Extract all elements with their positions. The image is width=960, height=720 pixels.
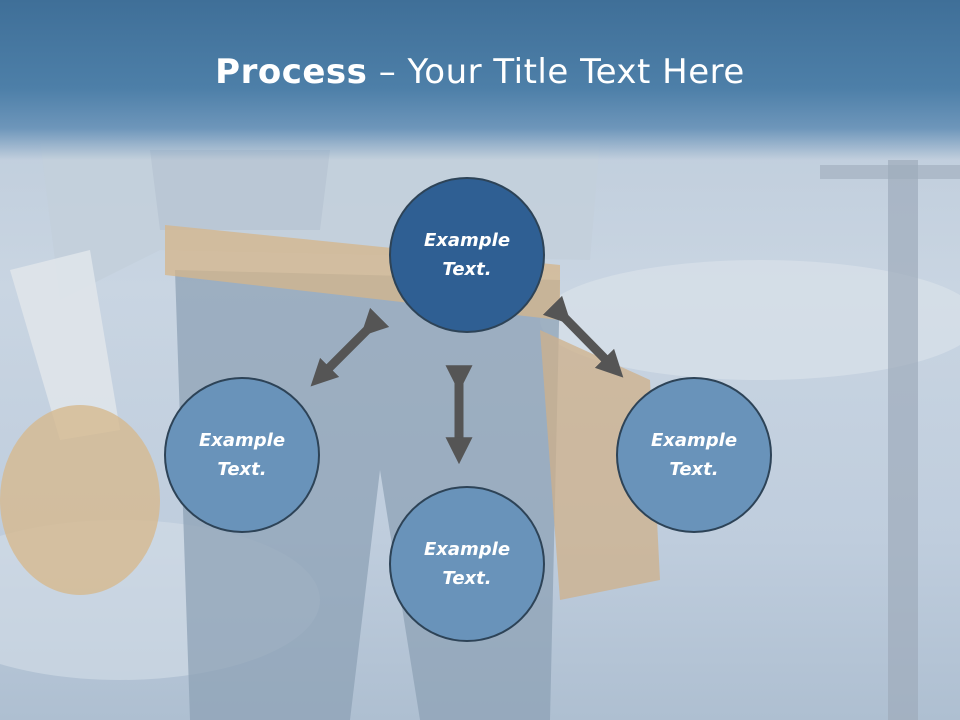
node-right-label: Example Text. xyxy=(650,430,738,480)
title-separator: – xyxy=(367,52,408,92)
arrow-center-right xyxy=(542,295,624,378)
title-rest: Your Title Text Here xyxy=(407,52,745,92)
process-node-left[interactable]: Example Text. xyxy=(164,377,320,533)
slide-title: Process – Your Title Text Here xyxy=(0,52,960,92)
node-left-label: Example Text. xyxy=(198,430,286,480)
title-bold: Process xyxy=(215,52,368,92)
node-top-label: Example Text. xyxy=(423,230,511,280)
process-node-bottom[interactable]: Example Text. xyxy=(389,486,545,642)
arrow-center-left xyxy=(310,307,390,387)
process-node-top[interactable]: Example Text. xyxy=(389,177,545,333)
process-node-right[interactable]: Example Text. xyxy=(616,377,772,533)
title-bar xyxy=(0,0,960,160)
node-bottom-label: Example Text. xyxy=(423,539,511,589)
